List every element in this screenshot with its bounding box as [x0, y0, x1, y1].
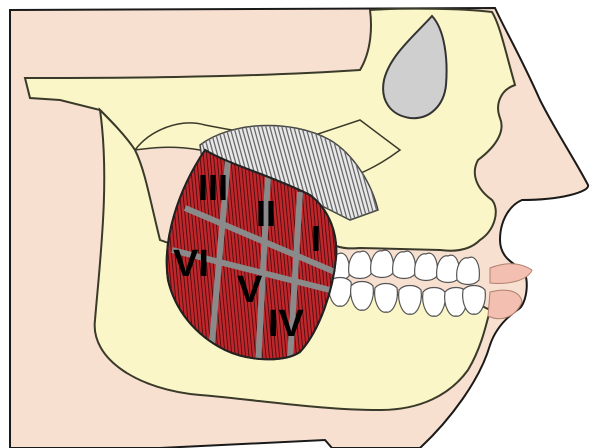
tooth — [415, 253, 438, 280]
tooth — [423, 288, 446, 317]
label-III: III — [198, 167, 228, 208]
label-V: V — [237, 269, 263, 311]
tooth — [463, 286, 486, 315]
tooth — [393, 251, 416, 278]
label-II: II — [256, 193, 276, 234]
label-VI: VI — [173, 243, 209, 285]
label-IV: IV — [268, 303, 305, 345]
tooth — [457, 257, 480, 284]
tooth — [399, 286, 422, 315]
tooth — [375, 284, 398, 313]
tooth — [437, 255, 460, 282]
label-I: I — [311, 218, 321, 259]
tooth — [349, 251, 372, 278]
tooth — [371, 250, 394, 277]
tooth — [351, 282, 374, 311]
